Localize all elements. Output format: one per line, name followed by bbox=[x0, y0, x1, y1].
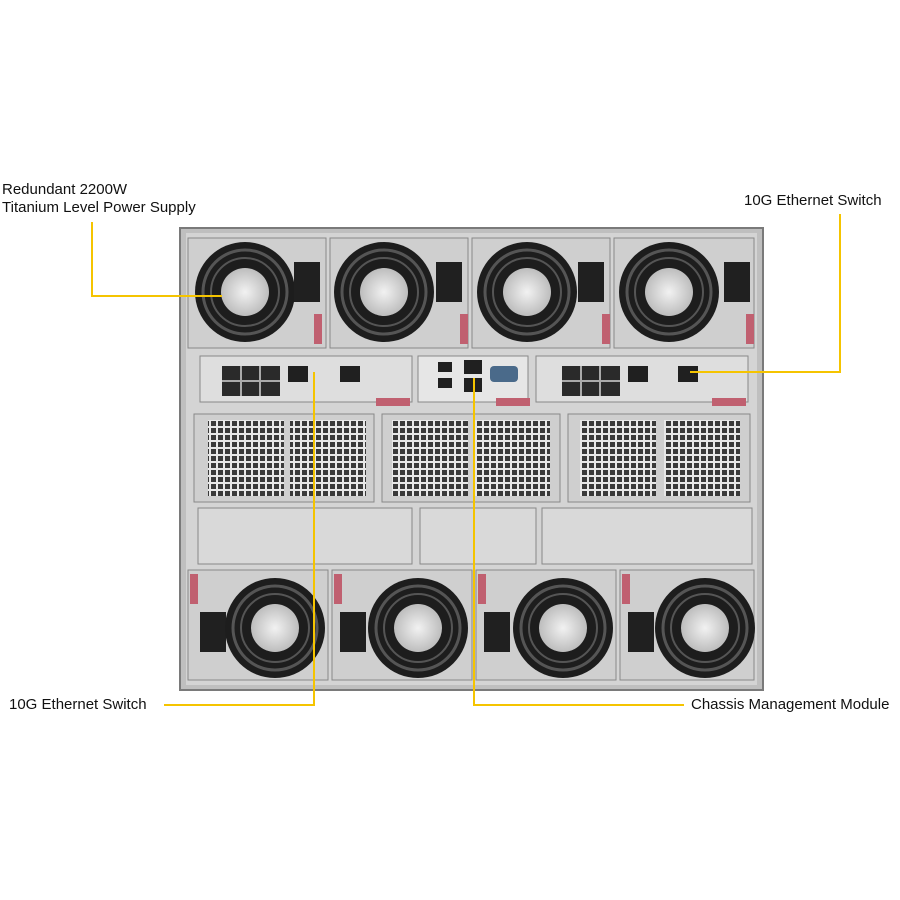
ethernet-port-icon bbox=[628, 366, 648, 382]
psu-module-top-4 bbox=[613, 237, 755, 349]
psu-handle bbox=[746, 314, 754, 344]
psu-handle bbox=[602, 314, 610, 344]
psu-module-bottom-1 bbox=[187, 569, 329, 681]
psu-handle bbox=[622, 574, 630, 604]
power-inlet-icon bbox=[484, 612, 510, 652]
psu-callout-line1: Redundant 2200W bbox=[2, 181, 128, 198]
psu-handle bbox=[314, 314, 322, 344]
psu-bottom-row bbox=[187, 569, 755, 681]
psu-handle bbox=[190, 574, 198, 604]
power-inlet-icon bbox=[436, 262, 462, 302]
cooling-fan-row bbox=[193, 413, 751, 503]
psu-module-bottom-2 bbox=[331, 569, 473, 681]
module-handle bbox=[496, 398, 530, 406]
switch-left-callout: 10G Ethernet Switch bbox=[9, 696, 147, 713]
ethernet-port-icon bbox=[464, 360, 482, 374]
psu-handle bbox=[460, 314, 468, 344]
callout-lines bbox=[91, 214, 841, 706]
usb-port-icon bbox=[438, 378, 452, 388]
blank-panels bbox=[197, 507, 753, 565]
module-row bbox=[199, 355, 749, 406]
power-inlet-icon bbox=[340, 612, 366, 652]
switch-module-left bbox=[199, 355, 413, 406]
cmm-callout: Chassis Management Module bbox=[691, 696, 890, 713]
module-handle bbox=[376, 398, 410, 406]
switch-right-callout: 10G Ethernet Switch bbox=[744, 192, 882, 209]
ethernet-port-icon bbox=[340, 366, 360, 382]
switch-left-leader-line bbox=[164, 372, 315, 706]
psu-callout: Redundant 2200W Titanium Level Power Sup… bbox=[2, 181, 196, 217]
psu-module-top-2 bbox=[329, 237, 469, 349]
module-handle bbox=[712, 398, 746, 406]
power-inlet-icon bbox=[200, 612, 226, 652]
ethernet-port-icon bbox=[678, 366, 698, 382]
psu-module-bottom-4 bbox=[619, 569, 755, 681]
usb-port-icon bbox=[438, 362, 452, 372]
psu-handle bbox=[478, 574, 486, 604]
ethernet-port-icon bbox=[288, 366, 308, 382]
switch-right-leader-line bbox=[690, 214, 841, 373]
cmm-leader-line bbox=[473, 378, 684, 706]
psu-handle bbox=[334, 574, 342, 604]
power-inlet-icon bbox=[628, 612, 654, 652]
power-inlet-icon bbox=[294, 262, 320, 302]
switch-module-right bbox=[535, 355, 749, 406]
serial-port-icon bbox=[490, 366, 518, 382]
power-inlet-icon bbox=[578, 262, 604, 302]
psu-leader-line bbox=[91, 222, 222, 297]
power-inlet-icon bbox=[724, 262, 750, 302]
psu-callout-line2: Titanium Level Power Supply bbox=[2, 199, 196, 216]
psu-module-top-3 bbox=[471, 237, 611, 349]
psu-top-row bbox=[187, 237, 755, 349]
psu-module-bottom-3 bbox=[475, 569, 617, 681]
psu-module-top-1 bbox=[187, 237, 327, 349]
